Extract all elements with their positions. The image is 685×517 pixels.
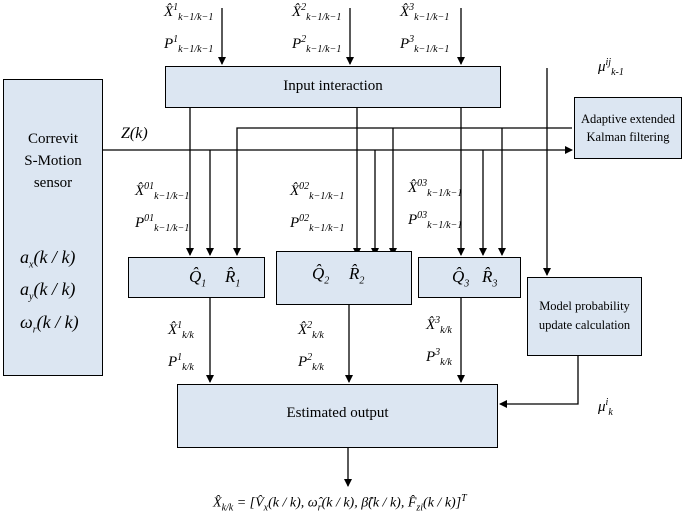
filter-q2: Q̂2: [312, 264, 330, 287]
estimated-output-block: Estimated output: [177, 384, 498, 448]
mu-current: μik: [598, 397, 613, 418]
akf-label-line1: Adaptive extended: [580, 112, 676, 126]
sensor-block: Correvit S-Motion sensor ax(k / k) ay(k …: [3, 79, 103, 376]
filter-r1: R̂1: [225, 267, 241, 290]
filter-box-1: Q̂1 R̂1: [128, 257, 265, 298]
sensor-ay: ay(k / k): [20, 279, 76, 303]
filter-r3: R̂3: [482, 267, 498, 290]
model-probability-block: Model probability update calculation: [527, 277, 642, 356]
model-prob-label-line2: update calculation: [538, 318, 631, 332]
mu-previous: μijk-1: [598, 57, 624, 78]
filter-r2: R̂2: [349, 264, 365, 287]
input-interaction-label: Input interaction: [283, 78, 383, 94]
measurement-z: Z(k): [121, 125, 148, 142]
estimated-output-label: Estimated output: [286, 405, 389, 421]
sensor-wr: ωr(k / k): [20, 312, 79, 336]
filter-box-2: Q̂2 R̂2: [276, 251, 412, 305]
sensor-label-line3: sensor: [33, 175, 73, 191]
adaptive-ekf-block: Adaptive extended Kalman filtering: [574, 97, 682, 159]
akf-label-line2: Kalman filtering: [586, 130, 670, 144]
filter-q3: Q̂3: [452, 267, 470, 290]
sensor-label-line2: S-Motion: [24, 153, 82, 169]
input-interaction-block: Input interaction: [165, 66, 501, 108]
model-prob-label-line1: Model probability: [539, 299, 630, 313]
final-equation: X̂k/k = [V̂x(k / k), ω̂r(k / k), β̂(k / …: [213, 493, 467, 514]
sensor-ax: ax(k / k): [20, 247, 76, 271]
filter-q1: Q̂1: [189, 267, 207, 290]
filter-box-3: Q̂3 R̂3: [418, 257, 521, 298]
sensor-label-line1: Correvit: [28, 131, 78, 147]
